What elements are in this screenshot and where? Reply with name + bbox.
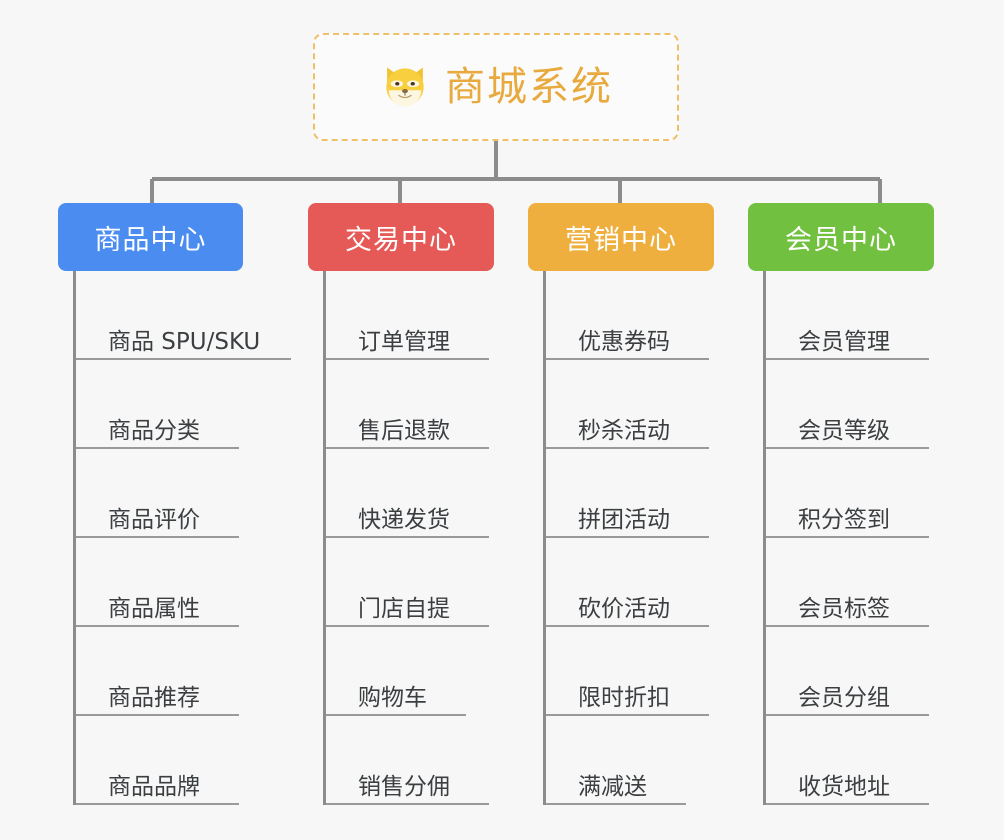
list-item-label: 砍价活动 <box>578 595 670 622</box>
list-item-label: 门店自提 <box>358 595 450 622</box>
list-item-label: 限时折扣 <box>578 684 670 711</box>
list-item[interactable]: 商品品牌 <box>76 716 278 805</box>
list-item-label: 商品属性 <box>108 595 200 622</box>
list-item[interactable]: 拼团活动 <box>546 449 728 538</box>
list-item[interactable]: 门店自提 <box>326 538 508 627</box>
column-marketing-center: 营销中心 优惠券码 秒杀活动 拼团活动 砍价活动 <box>528 203 728 805</box>
list-item-label: 商品品牌 <box>108 773 200 800</box>
list-item-label: 购物车 <box>358 684 427 711</box>
list-item[interactable]: 商品分类 <box>76 360 278 449</box>
list-item[interactable]: 积分签到 <box>766 449 948 538</box>
list-item[interactable]: 购物车 <box>326 627 508 716</box>
category-box-trade-center[interactable]: 交易中心 <box>308 203 494 271</box>
leaf-list-trade-center: 订单管理 售后退款 快递发货 门店自提 购物车 <box>323 271 508 805</box>
list-item-label: 会员管理 <box>798 328 890 355</box>
list-item[interactable]: 满减送 <box>546 716 728 805</box>
list-item-label: 会员等级 <box>798 417 890 444</box>
leaf-list-marketing-center: 优惠券码 秒杀活动 拼团活动 砍价活动 限时折扣 <box>543 271 728 805</box>
shiba-dog-face-icon <box>379 61 431 113</box>
category-box-marketing-center[interactable]: 营销中心 <box>528 203 714 271</box>
list-item[interactable]: 收货地址 <box>766 716 948 805</box>
list-item[interactable]: 商品推荐 <box>76 627 278 716</box>
list-item-label: 商品推荐 <box>108 684 200 711</box>
list-item-label: 订单管理 <box>358 328 450 355</box>
list-item-label: 秒杀活动 <box>578 417 670 444</box>
category-box-product-center[interactable]: 商品中心 <box>58 203 243 271</box>
list-item-label: 满减送 <box>578 773 647 800</box>
category-box-member-center[interactable]: 会员中心 <box>748 203 934 271</box>
list-item[interactable]: 订单管理 <box>326 271 508 360</box>
list-item-label: 会员标签 <box>798 595 890 622</box>
list-item-label: 会员分组 <box>798 684 890 711</box>
list-item[interactable]: 砍价活动 <box>546 538 728 627</box>
list-item-label: 商品评价 <box>108 506 200 533</box>
list-item[interactable]: 优惠券码 <box>546 271 728 360</box>
list-item-label: 积分签到 <box>798 506 890 533</box>
root-node[interactable]: 商城系统 <box>313 33 679 141</box>
list-item-label: 优惠券码 <box>578 328 670 355</box>
list-item[interactable]: 商品属性 <box>76 538 278 627</box>
list-item-label: 销售分佣 <box>358 773 450 800</box>
list-item[interactable]: 会员分组 <box>766 627 948 716</box>
list-item[interactable]: 会员管理 <box>766 271 948 360</box>
list-item[interactable]: 快递发货 <box>326 449 508 538</box>
list-item[interactable]: 会员标签 <box>766 538 948 627</box>
list-item[interactable]: 售后退款 <box>326 360 508 449</box>
page-title: 商城系统 <box>445 64 613 110</box>
list-item[interactable]: 秒杀活动 <box>546 360 728 449</box>
list-item[interactable]: 销售分佣 <box>326 716 508 805</box>
leaf-list-member-center: 会员管理 会员等级 积分签到 会员标签 会员分组 <box>763 271 948 805</box>
list-item[interactable]: 会员等级 <box>766 360 948 449</box>
list-item-label: 拼团活动 <box>578 506 670 533</box>
leaf-list-product-center: 商品 SPU/SKU 商品分类 商品评价 商品属性 商品推荐 <box>73 271 291 805</box>
list-item-label: 售后退款 <box>358 417 450 444</box>
list-item[interactable]: 商品评价 <box>76 449 278 538</box>
list-item-label: 收货地址 <box>798 773 890 800</box>
column-member-center: 会员中心 会员管理 会员等级 积分签到 会员标签 <box>748 203 948 805</box>
column-trade-center: 交易中心 订单管理 售后退款 快递发货 门店自提 <box>308 203 508 805</box>
list-item-label: 商品分类 <box>108 417 200 444</box>
column-product-center: 商品中心 商品 SPU/SKU 商品分类 商品评价 商品属性 <box>58 203 291 805</box>
list-item-label: 快递发货 <box>358 506 450 533</box>
list-item[interactable]: 商品 SPU/SKU <box>76 271 291 360</box>
list-item-label: 商品 SPU/SKU <box>108 328 261 355</box>
list-item[interactable]: 限时折扣 <box>546 627 728 716</box>
